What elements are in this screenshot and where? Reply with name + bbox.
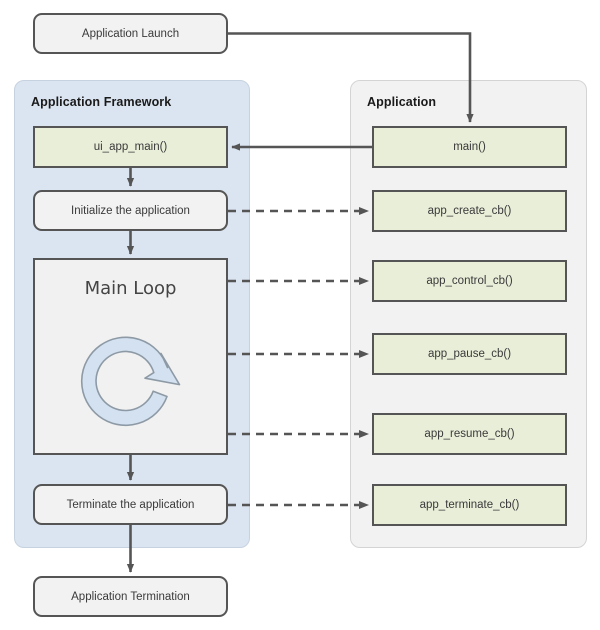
panel-title-application: Application <box>367 95 437 109</box>
node-initialize-the-application[interactable]: Initialize the application <box>33 190 228 231</box>
node-app-control-cb[interactable]: app_control_cb() <box>372 260 567 302</box>
node-ui-app-main[interactable]: ui_app_main() <box>33 126 228 168</box>
panel-title-application-framework: Application Framework <box>31 95 172 109</box>
node-app-terminate-cb[interactable]: app_terminate_cb() <box>372 484 567 526</box>
node-app-pause-cb[interactable]: app_pause_cb() <box>372 333 567 375</box>
circular-refresh-arrow-icon <box>71 322 191 442</box>
node-terminate-the-application[interactable]: Terminate the application <box>33 484 228 525</box>
node-main-loop[interactable]: Main Loop <box>33 258 228 455</box>
node-app-resume-cb[interactable]: app_resume_cb() <box>372 413 567 455</box>
main-loop-label: Main Loop <box>84 278 177 299</box>
node-main[interactable]: main() <box>372 126 567 168</box>
node-app-create-cb[interactable]: app_create_cb() <box>372 190 567 232</box>
node-application-launch[interactable]: Application Launch <box>33 13 228 54</box>
node-application-termination[interactable]: Application Termination <box>33 576 228 617</box>
